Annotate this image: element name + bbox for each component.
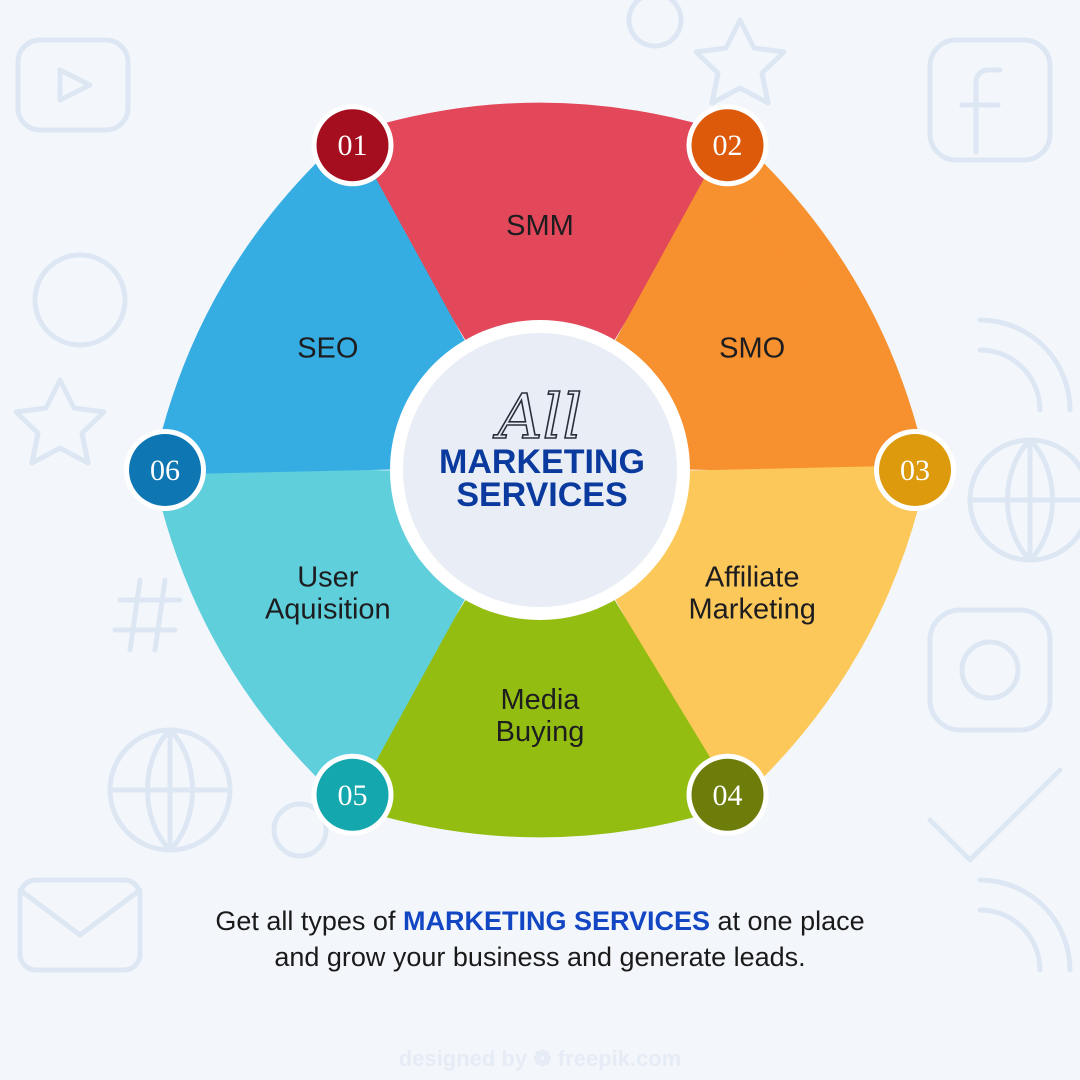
badge-disc	[316, 758, 389, 831]
badge-disc	[316, 109, 389, 182]
badge-number: 03	[900, 454, 930, 487]
center-disc	[403, 333, 677, 607]
segment-smo: SMO	[611, 145, 923, 475]
badge-disc	[691, 109, 764, 182]
badge-number: 05	[338, 779, 368, 812]
segment-label-media-buying-line2: Buying	[496, 716, 585, 748]
segment-shape-smo	[611, 145, 923, 475]
badge-disc	[691, 758, 764, 831]
star-icon	[13, 377, 107, 466]
segment-label-smo: SMO	[719, 333, 785, 365]
segment-label-user-aquisition-line2: Aquisition	[265, 594, 391, 626]
segment-smm: SMM	[353, 102, 727, 353]
badge-number: 01	[338, 129, 368, 162]
footer-line2: and grow your business and generate lead…	[274, 942, 806, 972]
segment-shape-user-aquisition	[157, 465, 469, 795]
badge-number: 06	[150, 454, 180, 487]
chat-icon	[32, 252, 128, 348]
segment-shape-seo	[157, 145, 469, 475]
badge-number: 02	[713, 129, 743, 162]
hashtag-icon	[112, 577, 183, 653]
facebook-icon	[927, 37, 1053, 163]
wifi-icon	[977, 317, 1073, 413]
number-badge-02: 02	[686, 104, 769, 187]
number-badge-06: 06	[124, 429, 206, 511]
video-icon	[15, 37, 131, 133]
segment-shape-smm	[353, 102, 727, 353]
number-badge-05: 05	[311, 753, 394, 836]
segment-label-affiliate-marketing-line1: Affiliate	[705, 562, 800, 594]
badge-number: 04	[713, 779, 743, 812]
segment-label-user-aquisition-line1: User	[297, 562, 359, 594]
at-icon	[271, 801, 329, 859]
badge-disc	[879, 434, 951, 506]
check-icon	[927, 767, 1063, 863]
center-title-line2: SERVICES	[456, 476, 627, 514]
play-icon	[57, 67, 93, 103]
segment-label-affiliate-marketing-line2: Marketing	[689, 594, 816, 626]
instagram-icon	[927, 607, 1053, 733]
segment-shape-media-buying	[353, 587, 727, 838]
number-badge-03: 03	[874, 429, 956, 511]
segment-label-media-buying-line1: Media	[501, 684, 581, 716]
center-script-text: All	[493, 380, 582, 453]
footer-tagline: Get all types of MARKETING SERVICES at o…	[0, 903, 1080, 975]
footer-highlight: MARKETING SERVICES	[402, 906, 710, 936]
segment-shape-affiliate-marketing	[611, 465, 923, 795]
footer-line1: Get all types of MARKETING SERVICES at o…	[0, 903, 1080, 939]
center-title-line1: MARKETING	[439, 443, 645, 481]
segment-label-smm: SMM	[506, 210, 574, 242]
number-badge-01: 01	[311, 104, 394, 187]
badge-disc	[129, 434, 201, 506]
freepik-credit: designed by ❁ freepik.com	[398, 1046, 682, 1071]
footer-prefix: Get all types of	[215, 906, 403, 936]
mail-icon	[17, 877, 143, 973]
number-badge-04: 04	[686, 753, 769, 836]
star-icon-2	[693, 17, 787, 106]
footer-suffix: at one place	[710, 906, 865, 936]
segment-label-seo: SEO	[297, 333, 358, 365]
segment-seo: SEO	[157, 145, 469, 475]
center-hub: All MARKETING SERVICES	[390, 320, 690, 620]
